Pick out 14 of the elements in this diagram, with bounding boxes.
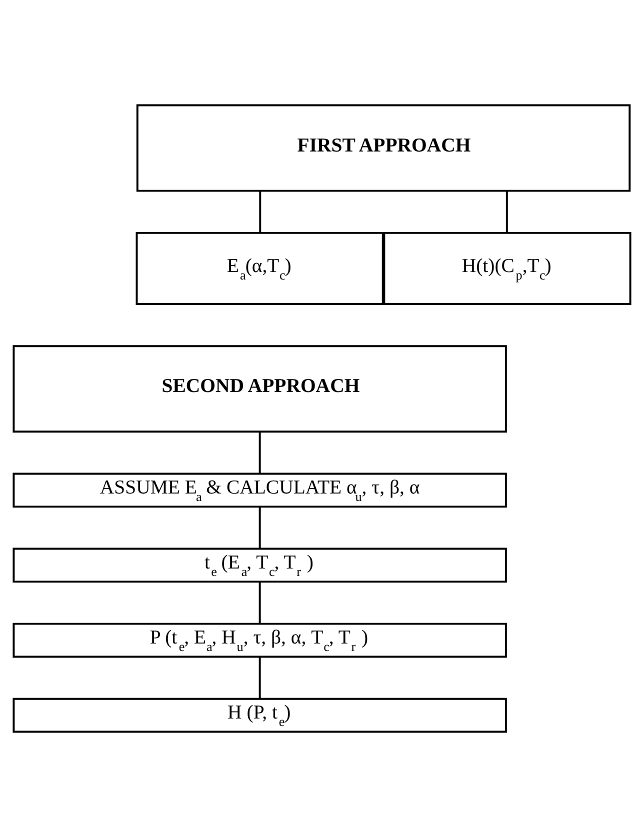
node-box: FIRST APPROACH	[136, 104, 631, 192]
node-box: ASSUME E$_{a}$ & CALCULATE α$_{u}$, τ, β, α	[12, 472, 507, 508]
node-box: H(t)(C$_{p}$,T$_{c}$)	[383, 231, 632, 304]
connector	[258, 656, 261, 698]
connector	[258, 431, 261, 473]
connector	[506, 190, 508, 232]
node-box: SECOND APPROACH	[12, 344, 507, 432]
node-box: E$_{a}$(α,T$_{c}$)	[136, 231, 384, 304]
node-box: t$_{e}$ (E$_{a}$, T$_{c}$, T$_{r}$ )	[12, 547, 507, 582]
connector	[259, 190, 262, 232]
node-box: P (t$_{e}$, E$_{a}$, H$_{u}$, τ, β, α, T$_{c}$, T$_{r}$ )	[12, 622, 507, 658]
connector	[258, 506, 261, 548]
connector	[258, 581, 261, 624]
node-box: H (P, t$_{e}$)	[12, 697, 507, 732]
